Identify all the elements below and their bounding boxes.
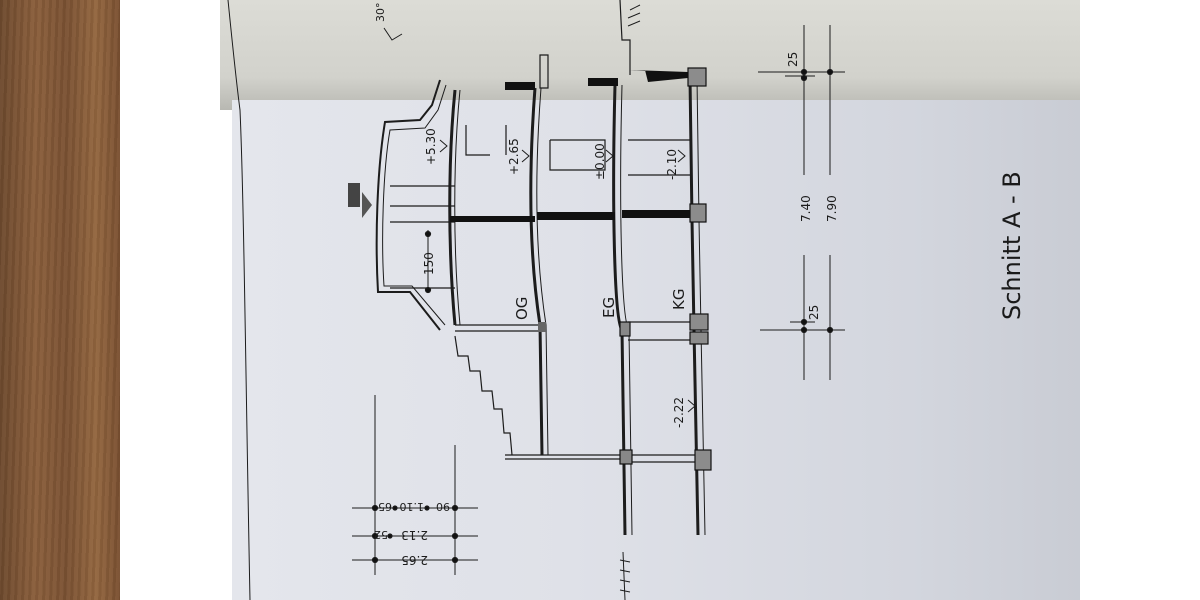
dim-wall-top: 25 <box>786 52 800 67</box>
section-title: Schnitt A - B <box>998 171 1026 320</box>
margin-line <box>227 0 251 600</box>
floor-og-label: OG <box>513 297 531 320</box>
level-kg-floor: -2.22 <box>672 397 686 428</box>
dim-inner-width: 7.40 <box>799 195 813 222</box>
level-eg: ±0.00 <box>593 143 607 180</box>
floor-kg-label: KG <box>670 289 688 310</box>
level-roof: +5.30 <box>424 128 438 165</box>
level-og: +2.65 <box>507 138 521 175</box>
dim-outer-width: 7.90 <box>825 195 839 222</box>
level-kg: -2.10 <box>665 149 679 180</box>
paper-lower-page <box>232 100 1080 600</box>
dim-stair-a: 65 <box>378 500 392 513</box>
dim-stair-b: 1.10 <box>400 500 425 513</box>
dim-stair-e: 2.13 <box>401 528 428 542</box>
dim-stair-c: 90 <box>436 500 450 513</box>
dim-stair-d: 52 <box>374 528 388 541</box>
floor-eg-label: EG <box>600 297 618 318</box>
wood-table <box>0 0 120 600</box>
dim-dormer-height: 150 <box>422 252 436 275</box>
dim-stair-f: 2.65 <box>401 553 428 567</box>
paper-photo <box>120 0 1080 600</box>
dim-wall-bottom: 25 <box>807 305 821 320</box>
roof-angle-label: 30° <box>374 3 387 23</box>
angle-icon <box>383 27 403 41</box>
paper-upper-page <box>220 0 1080 110</box>
